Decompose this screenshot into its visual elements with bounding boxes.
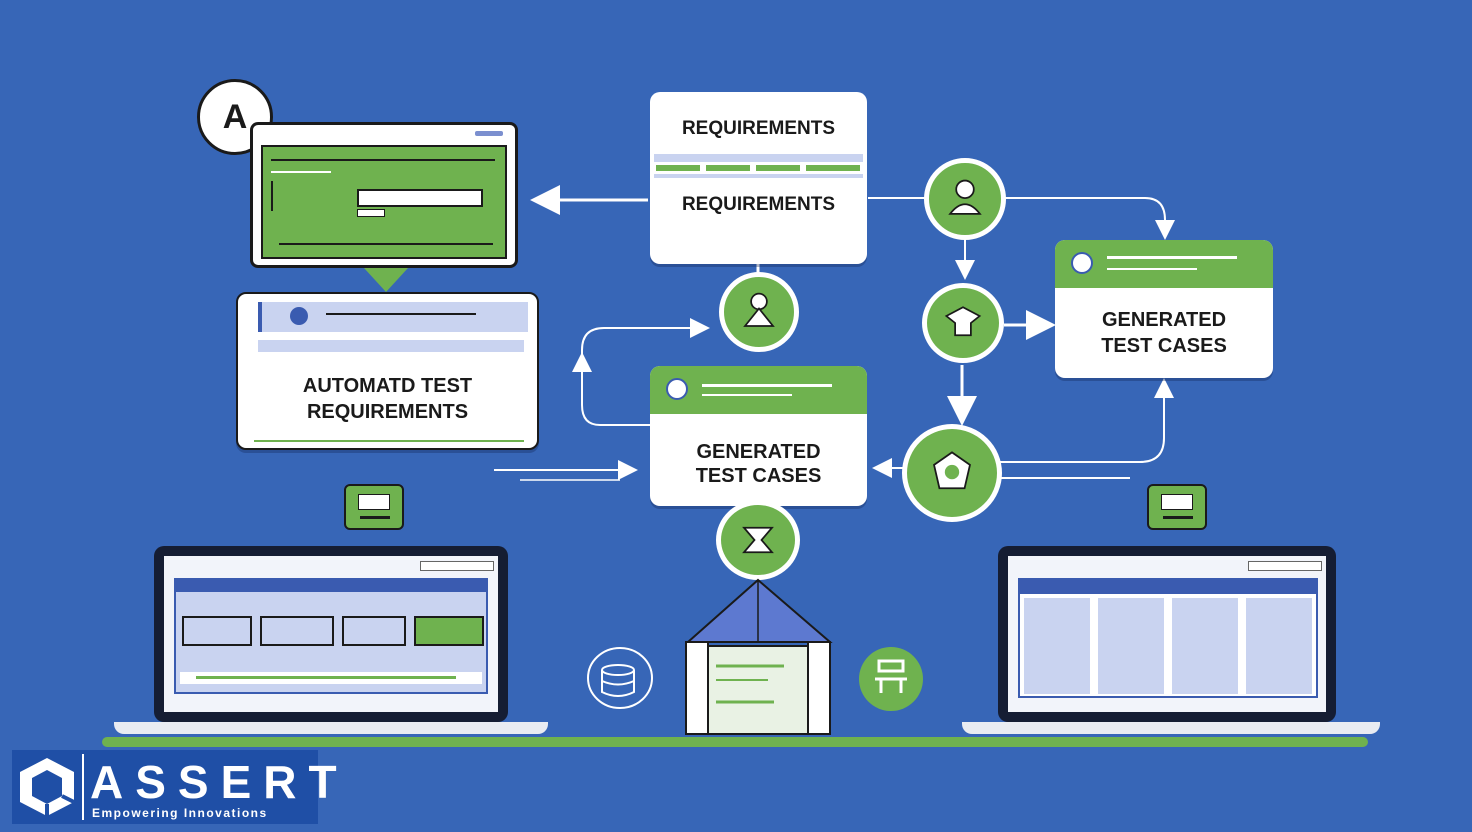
recycle-circle xyxy=(902,424,1002,522)
badge-a: A xyxy=(197,79,273,155)
pen-icon xyxy=(1071,252,1093,274)
monitor-screen xyxy=(261,145,507,259)
document-icon-right xyxy=(1147,484,1207,530)
assert-logo: ASSERT Empowering Innovations xyxy=(12,750,337,824)
automated-title-2: REQUIREMENTS xyxy=(306,401,469,423)
server-house xyxy=(685,578,833,735)
automated-title-1: AUTOMATD TEST xyxy=(302,375,473,397)
user-circle-right xyxy=(924,158,1006,240)
requirements-card: REQUIREMENTS REQUIREMENTS xyxy=(650,92,867,264)
generated-center-card: GENERATED TEST CASES xyxy=(650,366,867,506)
funnel-icon xyxy=(944,306,982,337)
logo-tagline: Empowering Innovations xyxy=(92,806,268,820)
user-circle-center xyxy=(719,272,799,352)
user-icon xyxy=(743,292,775,327)
monitor-window xyxy=(250,122,518,268)
laptop-right xyxy=(998,546,1336,722)
automated-requirements-card: AUTOMATD TEST REQUIREMENTS xyxy=(236,292,539,450)
laptop-left xyxy=(154,546,508,722)
robot-icon-circle xyxy=(859,647,923,711)
laptop-left-base xyxy=(114,722,548,734)
cube-logo-icon xyxy=(20,758,75,816)
hourglass-circle xyxy=(716,500,800,580)
requirements-title-1: REQUIREMENTS xyxy=(681,118,836,139)
generated-center-title-1: GENERATED xyxy=(696,441,821,463)
generated-center-title-2: TEST CASES xyxy=(695,465,822,487)
hourglass-icon xyxy=(742,526,774,554)
pen-icon xyxy=(290,307,308,325)
robot-icon xyxy=(875,659,907,693)
funnel-circle xyxy=(922,283,1004,363)
recycle-icon xyxy=(933,451,971,490)
generated-right-title-1: GENERATED xyxy=(1101,309,1227,331)
document-icon xyxy=(344,484,404,530)
database-icon xyxy=(587,647,653,709)
user-icon xyxy=(948,179,982,215)
down-arrow-icon xyxy=(364,268,408,292)
generated-right-title-2: TEST CASES xyxy=(1101,335,1227,357)
logo-name: ASSERT xyxy=(90,756,349,808)
pen-icon xyxy=(666,378,688,400)
generated-right-card: GENERATED TEST CASES xyxy=(1055,240,1273,378)
laptop-right-base xyxy=(962,722,1380,734)
requirements-title-2: REQUIREMENTS xyxy=(681,194,836,215)
